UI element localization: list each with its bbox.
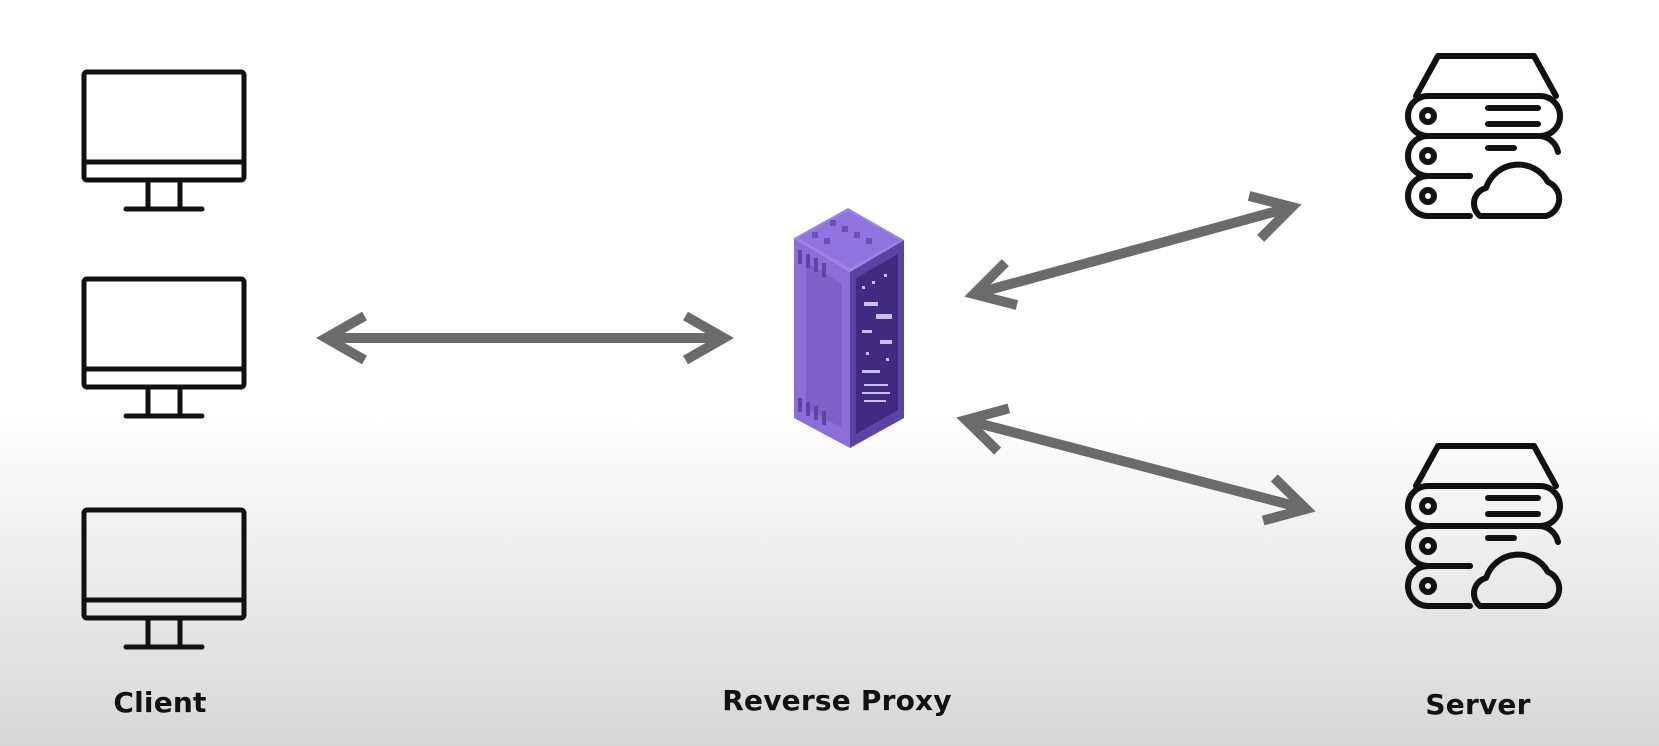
connection-arrows <box>316 191 1316 526</box>
client-monitor-icon-1 <box>84 72 244 209</box>
client-monitor-icon-2 <box>84 279 244 416</box>
client-monitor-icon-3 <box>84 510 244 647</box>
reverse-proxy-label: Reverse Proxy <box>722 684 952 717</box>
server-rack-icon <box>794 208 904 448</box>
proxy-server-1-arrow <box>964 191 1302 310</box>
cloud-server-icon-1 <box>1408 56 1560 216</box>
server-label: Server <box>1425 688 1531 721</box>
client-label: Client <box>113 686 207 719</box>
cloud-server-icon-2 <box>1408 446 1560 606</box>
proxy-server-2-arrow <box>956 403 1316 526</box>
